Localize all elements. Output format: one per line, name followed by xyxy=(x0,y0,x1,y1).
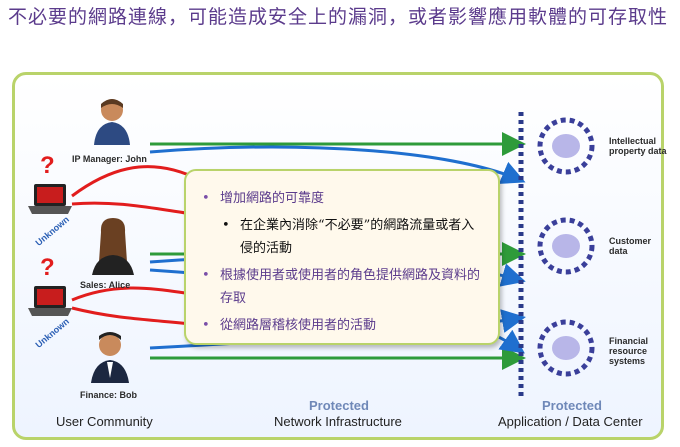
database-customer-icon xyxy=(537,217,595,275)
bullet-reliability: 增加網路的可靠度 xyxy=(198,187,486,210)
person-bob-icon xyxy=(91,332,129,383)
user-alice-label: Sales: Alice xyxy=(80,280,131,290)
person-alice-icon xyxy=(92,218,134,275)
red-line xyxy=(71,306,201,327)
data-financial-label: Financial resource systems xyxy=(609,336,649,366)
laptop-unknown-icon xyxy=(28,184,72,214)
database-financial-icon xyxy=(537,319,595,377)
person-john-icon xyxy=(94,99,130,145)
column-network-infrastructure: Network Infrastructure xyxy=(274,414,402,429)
database-ip-icon xyxy=(537,117,595,175)
user-john-label: IP Manager: John xyxy=(72,154,147,164)
data-customer-label: Customer data xyxy=(609,236,652,256)
red-line xyxy=(71,165,201,198)
question-icon: ? xyxy=(40,152,55,179)
red-line xyxy=(71,201,201,217)
question-icon: ? xyxy=(40,254,55,281)
column-application-data-center: Application / Data Center xyxy=(498,414,643,429)
page-title: 不必要的網路連線，可能造成安全上的漏洞，或者影響應用軟體的可存取性 xyxy=(8,6,669,28)
user-bob-label: Finance: Bob xyxy=(80,390,138,400)
laptop-unknown-icon xyxy=(28,286,72,316)
bullet-audit: 從網路層稽核使用者的活動 xyxy=(198,314,486,337)
column-user-community: User Community xyxy=(56,414,153,429)
column-app-protected: Protected xyxy=(542,398,602,413)
benefits-callout: 增加網路的可靠度 在企業內消除“不必要”的網路流量或者入侵的活動 根據使用者或使… xyxy=(184,169,500,345)
column-network-protected: Protected xyxy=(309,398,369,413)
bullet-eliminate-traffic: 在企業內消除“不必要”的網路流量或者入侵的活動 xyxy=(198,214,486,260)
bullet-role-access: 根據使用者或使用者的角色提供網路及資料的存取 xyxy=(198,264,486,310)
data-ip-label: Intellectual property data xyxy=(609,136,667,156)
